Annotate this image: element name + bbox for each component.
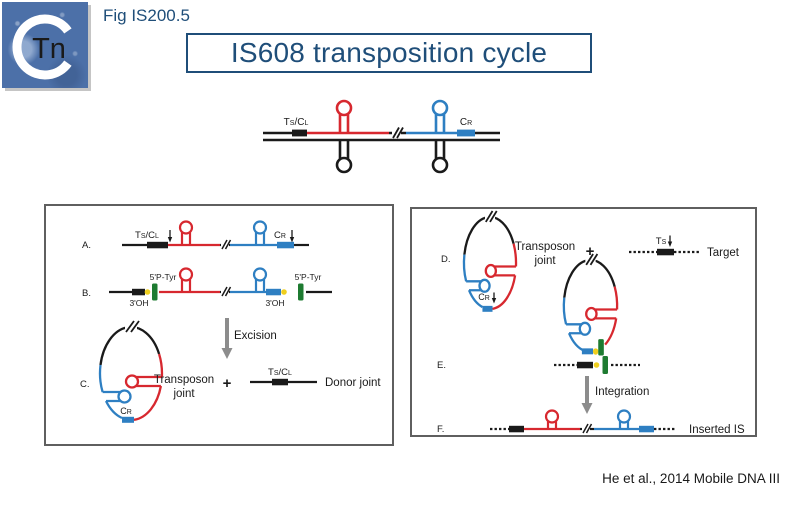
row-c-label: C. xyxy=(80,379,90,390)
oh3-label: 3'OH xyxy=(129,298,148,308)
tn-logo-icon: Tn xyxy=(12,14,72,80)
ts-site-box xyxy=(577,361,593,369)
blue-stem-loop xyxy=(431,99,449,133)
ts-cl-label: TS/CL xyxy=(135,230,159,241)
cr-label: CR xyxy=(274,230,286,241)
red-loop xyxy=(544,409,560,424)
yellow-3oh-dot xyxy=(593,362,600,368)
transposon-joint-label-line1: Transposon xyxy=(515,241,575,253)
citation: He et al., 2014 Mobile DNA III xyxy=(602,471,780,486)
ptyr5-label: 5'P-Tyr xyxy=(150,272,177,282)
transposon-joint-label-line2: joint xyxy=(172,388,195,400)
target-label: Target xyxy=(707,247,740,259)
red-stem-loop xyxy=(335,99,353,133)
ts-cl-label: TS/CL xyxy=(268,367,292,378)
strand-break-marks xyxy=(221,239,232,250)
cr-label: CR xyxy=(478,292,490,302)
transposon-joint-circle xyxy=(462,209,518,313)
excision-diagram: A. TS/CL CR B. 3'OH 5'P-Tyr xyxy=(80,220,381,424)
excision-panel: A. TS/CL CR B. 3'OH 5'P-Tyr xyxy=(44,204,394,446)
black-stem-loop-left xyxy=(335,140,353,174)
yellow-3oh-dot xyxy=(592,348,599,355)
red-stem-loop xyxy=(180,279,192,292)
row-a-label: A. xyxy=(82,240,91,251)
row-b: B. 3'OH 5'P-Tyr 3'OH 5'P-Tyr xyxy=(82,267,332,308)
integration-panel: D. CR Transposon joint + TS Target E. xyxy=(410,207,757,437)
cr-site-box xyxy=(266,288,281,296)
blue-stem-loop xyxy=(254,232,266,245)
top-dna-overview-diagram: TS/CL CR xyxy=(263,99,500,174)
blue-bottom-arc xyxy=(569,333,585,351)
title-box: IS608 transposition cycle xyxy=(186,33,592,73)
cr-site-box xyxy=(581,348,594,355)
oh3-label: 3'OH xyxy=(265,298,284,308)
logo-c-ring xyxy=(12,14,72,80)
row-d: D. CR Transposon joint + TS Target xyxy=(441,209,740,313)
cleavage-arrow-icon xyxy=(491,292,497,304)
strand-break-marks xyxy=(392,127,404,139)
blue-loop xyxy=(252,220,268,235)
red-stem-loop xyxy=(546,421,558,429)
cr-label: CR xyxy=(120,406,132,416)
blue-stem-loop xyxy=(618,421,630,429)
transposon-joint-label-line2: joint xyxy=(533,255,556,267)
excision-label: Excision xyxy=(234,330,277,342)
integration-arrow-icon xyxy=(581,376,593,414)
donor-joint-label: Donor joint xyxy=(325,377,381,389)
row-c: C. CR Transposon joint + TS/CL Donor joi… xyxy=(80,319,381,424)
row-e: E. xyxy=(437,252,640,374)
green-5p-tyr-bar xyxy=(298,283,304,301)
yellow-3oh-dot xyxy=(281,289,287,295)
ts-cl-label: TS/CL xyxy=(284,117,309,128)
cleavage-arrow-icon xyxy=(289,230,295,243)
red-loop xyxy=(178,267,194,282)
row-e-label: E. xyxy=(437,360,446,371)
ts-cl-site-box xyxy=(292,129,307,137)
ts-cl-site-box xyxy=(147,241,168,249)
mobile-dna-tn-logo: Tn xyxy=(2,2,88,88)
cr-label: CR xyxy=(460,117,472,128)
cleavage-arrow-icon xyxy=(167,230,173,243)
row-f-label: F. xyxy=(437,424,444,435)
red-bottom-arc xyxy=(605,318,616,344)
blue-loop xyxy=(616,409,632,424)
green-5p-tyr-bar xyxy=(598,339,604,356)
blue-loop xyxy=(252,267,268,282)
integration-diagram: D. CR Transposon joint + TS Target E. xyxy=(437,209,745,436)
yellow-3oh-dot xyxy=(144,289,151,295)
integration-label: Integration xyxy=(595,386,649,398)
green-5p-tyr-bar xyxy=(152,283,158,301)
site-box xyxy=(132,288,145,296)
plus-sign: + xyxy=(223,375,232,392)
plus-sign: + xyxy=(586,243,595,260)
red-loop xyxy=(178,220,194,235)
row-f: F. Inserted IS xyxy=(437,409,745,436)
figure-number-label: Fig IS200.5 xyxy=(103,6,190,25)
row-b-label: B. xyxy=(82,288,91,299)
cr-site-box xyxy=(457,129,475,137)
ts-cl-site-box xyxy=(272,378,288,386)
ptyr5-label: 5'P-Tyr xyxy=(295,272,322,282)
strand-break-marks xyxy=(582,423,593,434)
cleavage-arrow-icon xyxy=(667,235,673,247)
excision-arrow-icon xyxy=(221,318,233,359)
cr-site-box xyxy=(277,241,294,249)
inserted-is-label: Inserted IS xyxy=(689,424,745,435)
ts-site-box xyxy=(657,248,674,256)
cr-site-box xyxy=(639,425,654,433)
cleaved-transposon-joint-circle xyxy=(562,252,619,356)
row-d-label: D. xyxy=(441,254,451,265)
ts-site-box xyxy=(509,425,524,433)
strand-break-marks xyxy=(221,286,232,297)
green-5p-tyr-bar xyxy=(602,356,608,374)
logo-text: Tn xyxy=(32,33,66,65)
page-title: IS608 transposition cycle xyxy=(230,37,548,68)
black-stem-loop-right xyxy=(431,140,449,174)
red-stem-loop xyxy=(180,232,192,245)
row-a: A. TS/CL CR xyxy=(82,220,309,251)
transposon-joint-label-line1: Transposon xyxy=(154,374,214,386)
blue-stem-loop xyxy=(254,279,266,292)
transposon-joint-circle xyxy=(98,319,164,424)
ts-label: TS xyxy=(656,236,667,247)
